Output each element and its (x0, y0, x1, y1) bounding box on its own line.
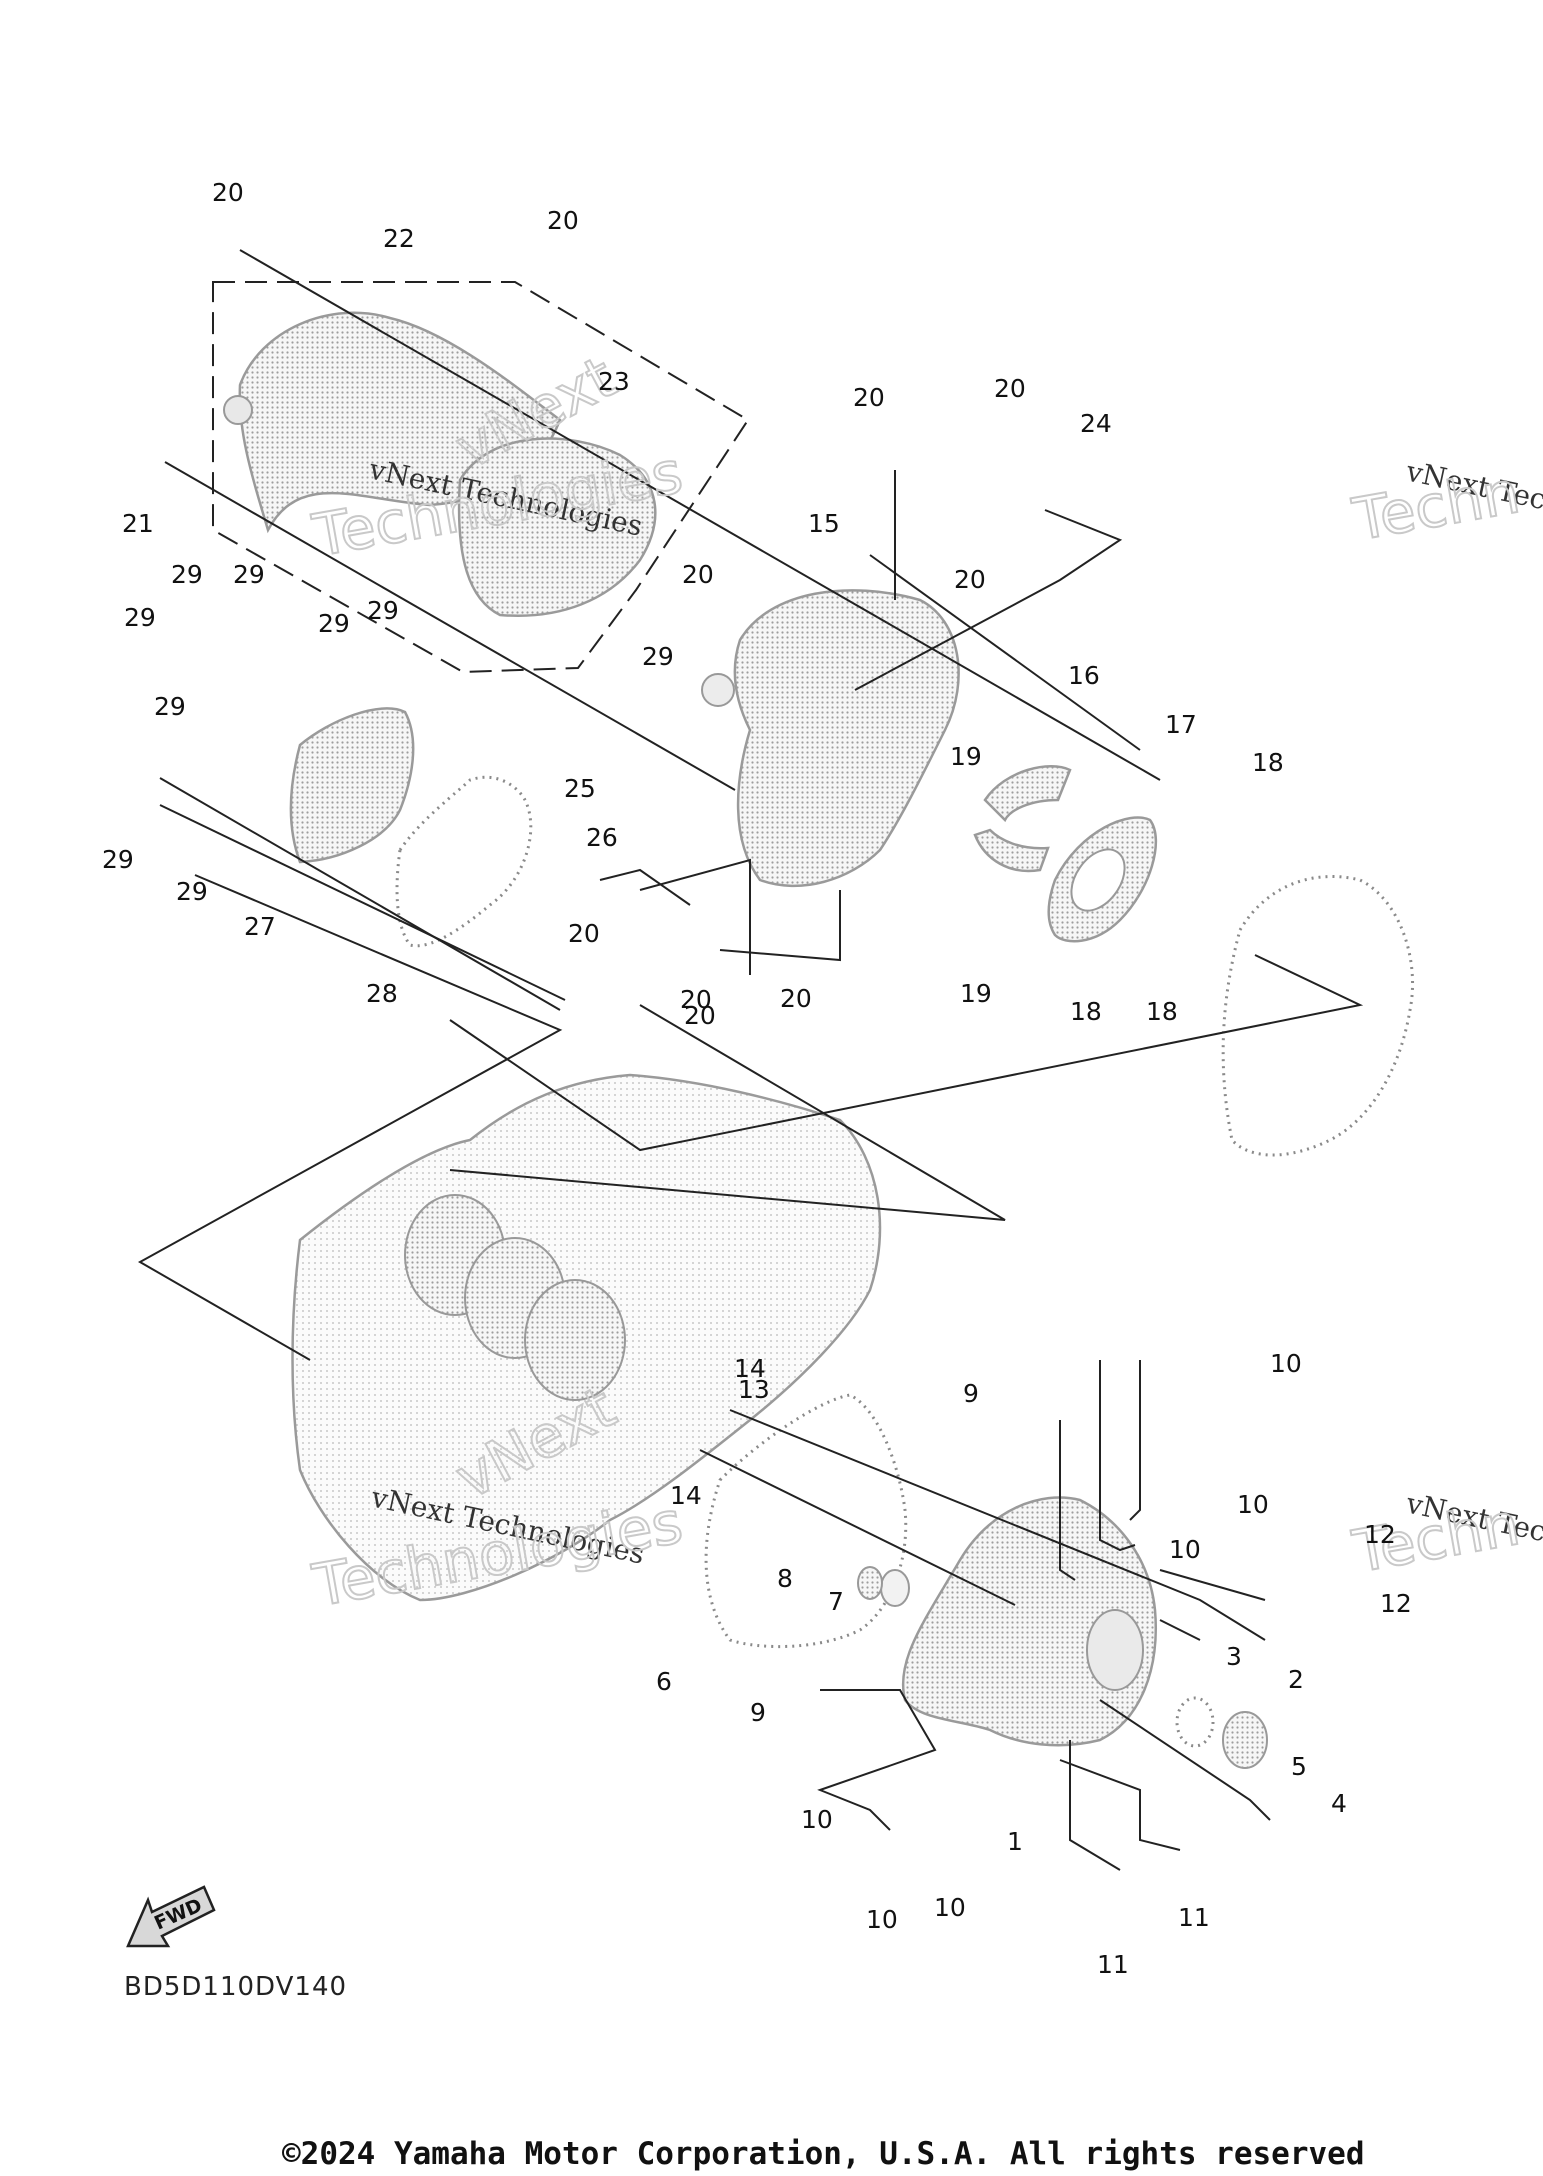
callout: 29 (171, 560, 203, 589)
callout: 12 (1364, 1520, 1396, 1549)
callout: 10 (801, 1805, 833, 1834)
callouts: 20 20 22 20 23 21 20 24 15 20 20 29 29 2… (102, 178, 1412, 1979)
part-7-plug (857, 1566, 883, 1600)
part-17-plate (1047, 816, 1158, 943)
part-1-cover (901, 1496, 1157, 1747)
callout: 24 (1080, 409, 1112, 438)
part-3-o-ring (1175, 1696, 1215, 1748)
callout: 29 (367, 596, 399, 625)
callout: 29 (176, 877, 208, 906)
callout: 10 (1169, 1535, 1201, 1564)
part-8-seal (880, 1569, 910, 1607)
callout: 14 (734, 1354, 766, 1383)
callout: 29 (124, 603, 156, 632)
diagram-code: BD5D110DV140 (124, 1972, 348, 2002)
callout: 19 (960, 979, 992, 1008)
callout: 22 (383, 224, 415, 253)
callout: 20 (547, 206, 579, 235)
copyright-notice: ©2024 Yamaha Motor Corporation, U.S.A. A… (282, 2136, 1365, 2172)
callout: 12 (1380, 1589, 1412, 1618)
callout: 11 (1097, 1950, 1129, 1979)
callout: 29 (154, 692, 186, 721)
callout: 20 (994, 374, 1026, 403)
part-18-gasket (1221, 875, 1415, 1157)
callout: 1 (1007, 1827, 1023, 1856)
leader-lines (137, 249, 1364, 1871)
part-16-stator (973, 765, 1072, 873)
callout: 18 (1070, 997, 1102, 1026)
callout: 16 (1068, 661, 1100, 690)
callout: 29 (318, 609, 350, 638)
callout: 15 (808, 509, 840, 538)
callout: 20 (680, 985, 712, 1014)
callout: 20 (954, 565, 986, 594)
callout: 14 (670, 1481, 702, 1510)
callout: 9 (750, 1698, 766, 1727)
part-2-cap (1222, 1711, 1268, 1769)
callout: 20 (212, 178, 244, 207)
callout: 19 (950, 742, 982, 771)
callout: 17 (1165, 710, 1197, 739)
part-28-gasket (395, 775, 533, 948)
callout: 11 (1178, 1903, 1210, 1932)
callout: 13 (738, 1375, 770, 1404)
callout: 7 (828, 1587, 844, 1616)
part-23-cover (457, 437, 657, 617)
fwd-arrow-icon: FWD (126, 1885, 216, 1948)
callout: 21 (122, 509, 154, 538)
callout: 9 (963, 1379, 979, 1408)
watermark-text-right-upper-outline: Techn (1348, 458, 1525, 554)
callout: 23 (598, 367, 630, 396)
callout: 18 (1252, 748, 1284, 777)
callout: 4 (1331, 1789, 1347, 1818)
callout: 6 (656, 1667, 672, 1696)
callout: 26 (586, 823, 618, 852)
callout: 2 (1288, 1665, 1304, 1694)
callout: 8 (777, 1564, 793, 1593)
callout: 5 (1291, 1752, 1307, 1781)
callout: 3 (1226, 1642, 1242, 1671)
callout: 29 (642, 642, 674, 671)
callout: 10 (934, 1893, 966, 1922)
callout: 20 (568, 919, 600, 948)
callout: 25 (564, 774, 596, 803)
callout: 29 (102, 845, 134, 874)
callout: 10 (1237, 1490, 1269, 1519)
callout: 10 (1270, 1349, 1302, 1378)
part-15-crankcase-cover (701, 589, 960, 888)
cover-assembly-boundary (212, 281, 750, 674)
callout: 27 (244, 912, 276, 941)
callout: 20 (853, 383, 885, 412)
part-crankcase (291, 1073, 882, 1602)
watermark: vNext Technologies Technologies vNext Te… (307, 342, 1543, 1621)
callout: 10 (866, 1905, 898, 1934)
part-6-gasket (704, 1393, 908, 1649)
callout: 28 (366, 979, 398, 1008)
callout: 20 (780, 984, 812, 1013)
part-27-cover (289, 707, 415, 864)
callout: 20 (684, 1001, 716, 1030)
callout: 18 (1146, 997, 1178, 1026)
callout: 29 (233, 560, 265, 589)
callout: 20 (682, 560, 714, 589)
